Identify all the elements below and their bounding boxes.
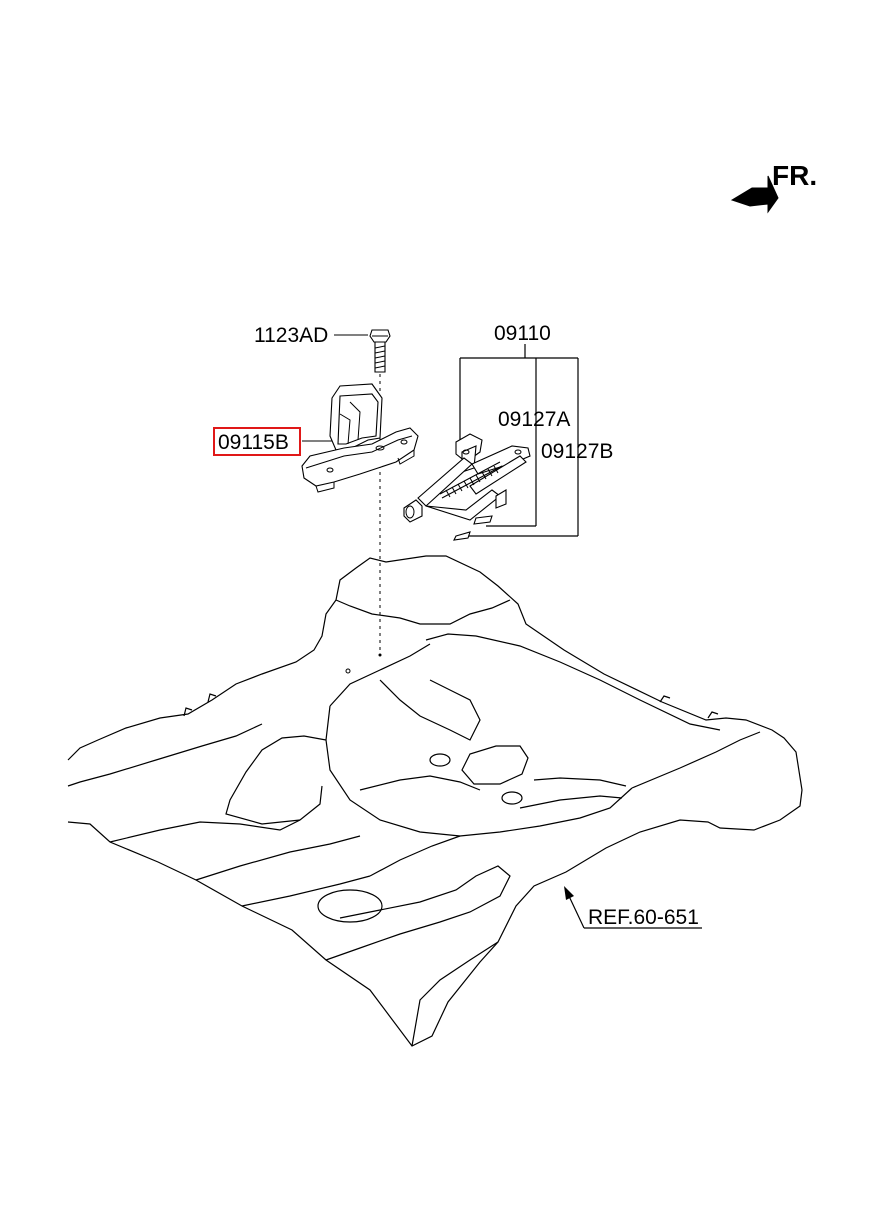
ref-leader <box>564 886 702 929</box>
arrow-icon <box>730 175 779 214</box>
fr-label: FR. <box>772 160 817 191</box>
highlight-box <box>213 427 301 456</box>
jack-bracket-part <box>301 383 419 493</box>
callout-ref-60-651: REF.60-651 <box>588 906 699 929</box>
front-direction-indicator: FR. <box>730 160 817 214</box>
callout-09110: 09110 <box>494 322 551 345</box>
jack-screw <box>445 465 499 498</box>
callout-09127B: 09127B <box>541 440 613 463</box>
callout-09115B: 09115B <box>218 431 289 454</box>
jack-assembly-leaders <box>459 344 579 537</box>
callout-1123AD: 1123AD <box>254 324 328 347</box>
floor-panel <box>67 555 803 1047</box>
bolt-part <box>369 329 391 657</box>
callout-09127A: 09127A <box>498 408 570 431</box>
scissor-jack-part <box>403 433 531 541</box>
